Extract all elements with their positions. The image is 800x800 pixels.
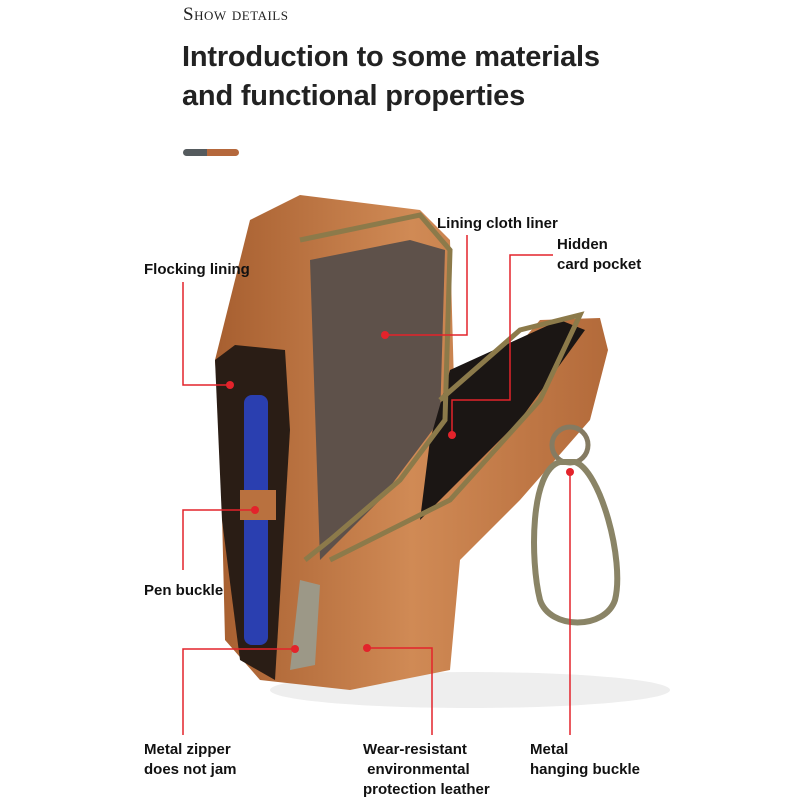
callout-dots (226, 331, 574, 653)
callout-text: Pen buckle (144, 582, 224, 599)
callout-text: protection leather (363, 781, 490, 798)
title-line-2: and functional properties (182, 80, 526, 112)
decorative-divider (183, 149, 239, 156)
lining (310, 240, 445, 560)
callout-hidden-card-pocket: Hidden card pocket (557, 235, 641, 275)
page-title: Introduction to some materials and funct… (182, 38, 600, 116)
callout-metal-zipper: Metal zipper does not jam (144, 740, 237, 780)
section-subtitle: Show details (183, 4, 289, 25)
card-pocket (420, 320, 585, 520)
callout-text: hanging buckle (530, 761, 641, 778)
callout-text: Wear-resistant (363, 741, 467, 758)
zipper (299, 212, 453, 562)
carabiner (531, 459, 621, 626)
callout-hanging-buckle: Metal hanging buckle (530, 740, 640, 780)
callout-flocking-lining: Flocking lining (144, 260, 250, 280)
callout-text: Metal (530, 741, 569, 758)
title-line-1: Introduction to some materials (182, 41, 600, 73)
callout-text: Lining cloth liner (437, 215, 558, 232)
callout-pen-buckle: Pen buckle (144, 581, 223, 601)
callout-text: Metal zipper (144, 741, 231, 758)
callout-text: card pocket (557, 256, 642, 273)
callout-leather: Wear-resistant environmental protection l… (363, 740, 490, 800)
callout-text: Hidden (557, 236, 608, 253)
callout-text: does not jam (144, 761, 237, 778)
callout-lining-cloth: Lining cloth liner (437, 214, 558, 234)
callout-text: Flocking lining (144, 261, 250, 278)
callout-text: environmental (363, 761, 470, 778)
callout-lines (182, 235, 571, 735)
